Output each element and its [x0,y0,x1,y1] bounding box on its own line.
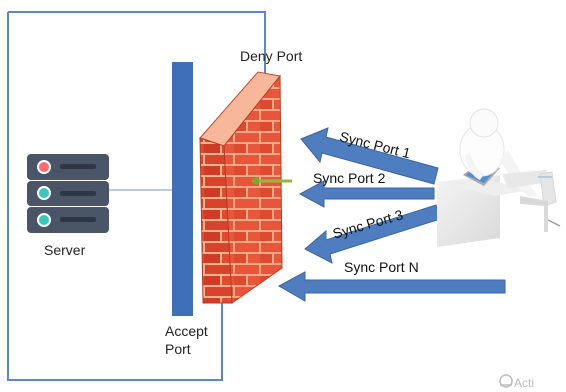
accept-port-bar [172,62,193,316]
activate-windows-icon [499,374,513,388]
deny-port-label: Deny Port [240,48,303,64]
sync-port-2-label: Sync Port 2 [313,170,386,186]
sync-port-n-label: Sync Port N [344,259,419,275]
server-label: Server [44,242,86,258]
firewall-wall [199,71,283,304]
server-icon [27,154,109,233]
accept-port-label-line1: Accept [165,323,208,339]
activate-watermark-text: Acti [514,376,535,390]
sync-port-1-arrow [300,127,439,185]
sync-port-2-arrow [298,180,435,208]
network-boundary [7,11,266,381]
sync-port-n-arrow [277,271,506,302]
green-connector [252,177,292,185]
user-at-computer-icon [437,108,561,247]
accept-port-label-line2: Port [165,341,191,357]
